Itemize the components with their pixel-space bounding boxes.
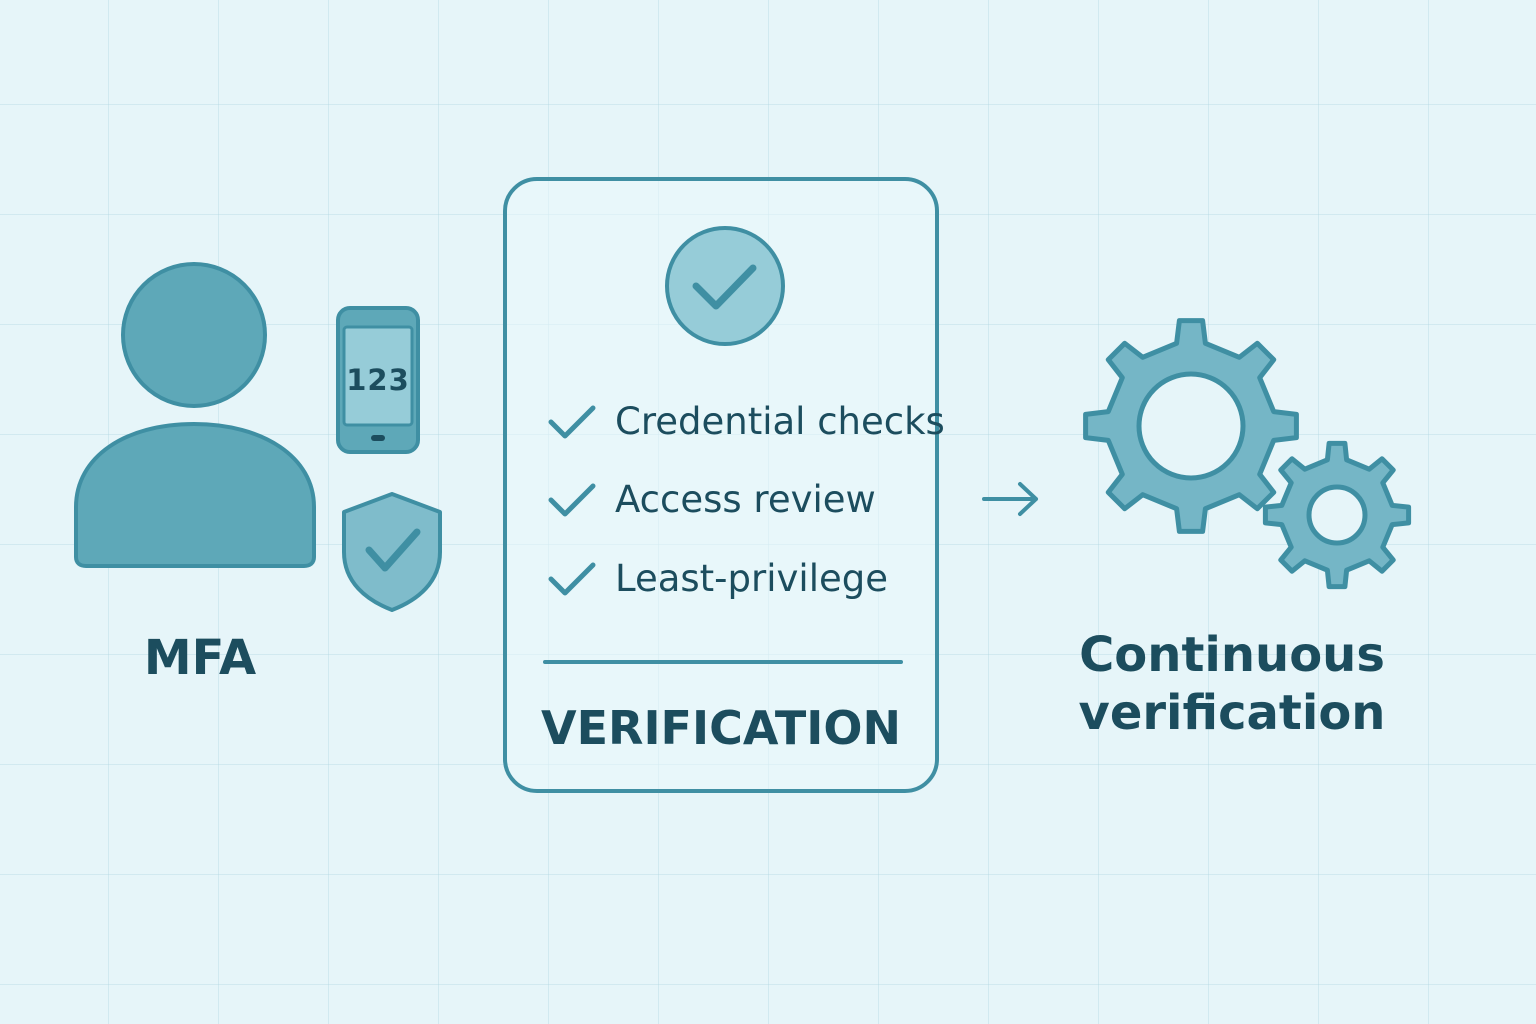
- gear-large-icon: [1083, 318, 1299, 534]
- phone-icon: [336, 306, 420, 454]
- checklist-item-label: Least-privilege: [615, 557, 888, 600]
- shield-check-icon: [342, 492, 442, 612]
- checklist-item-access-review: Access review: [545, 470, 985, 530]
- verification-title: VERIFICATION: [541, 701, 901, 755]
- check-circle-icon: [665, 226, 785, 346]
- continuous-verification-label: Continuous verification: [1062, 626, 1402, 746]
- arrow-right-icon: [982, 482, 1038, 516]
- person-icon: [74, 262, 316, 568]
- mfa-group: 123 MFA: [0, 0, 480, 720]
- check-icon: [548, 405, 596, 439]
- checklist-item-label: Credential checks: [615, 400, 945, 443]
- gear-hole: [1136, 371, 1246, 481]
- check-icon: [548, 483, 596, 517]
- phone-code-text: 123: [346, 363, 410, 397]
- continuous-label-line2: verification: [1078, 685, 1386, 741]
- checklist-item-credential-checks: Credential checks: [545, 392, 985, 452]
- continuous-label-line1: Continuous: [1079, 627, 1385, 683]
- card-divider: [543, 660, 903, 664]
- gear-small-icon: [1262, 440, 1412, 590]
- gear-hole: [1306, 484, 1368, 546]
- checklist-item-label: Access review: [615, 478, 876, 521]
- mfa-label: MFA: [143, 630, 257, 686]
- check-icon: [548, 562, 596, 596]
- checklist-item-least-privilege: Least-privilege: [545, 549, 985, 609]
